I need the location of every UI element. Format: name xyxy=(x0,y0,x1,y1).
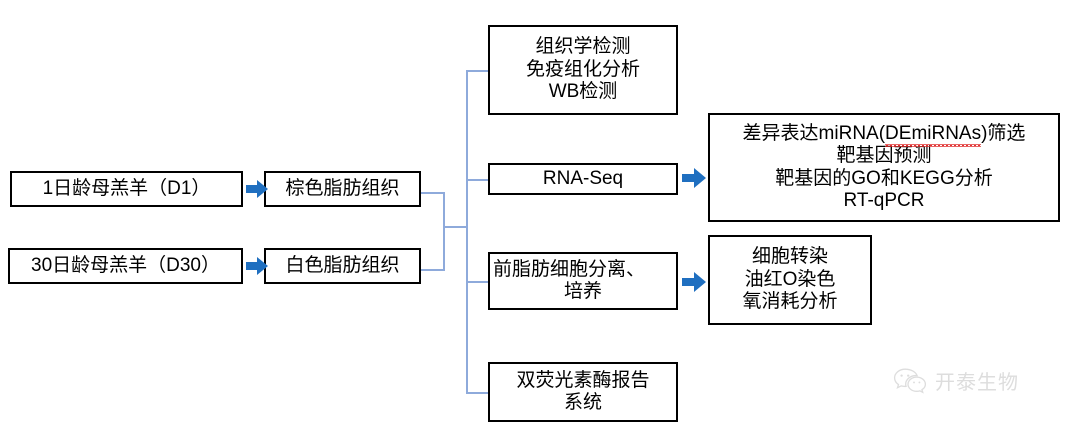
node-method-rnaseq-label: RNA-Seq xyxy=(542,167,624,189)
node-outcome-cell-line1: 细胞转染 xyxy=(751,246,828,268)
node-outcome-cell-line2: 油红O染色 xyxy=(744,268,836,290)
node-method-histology-line3: WB检测 xyxy=(548,81,618,103)
node-outcome-cell-assays: 细胞转染 油红O染色 氧消耗分析 xyxy=(708,235,872,325)
node-method-preadipocyte-line2: 培养 xyxy=(563,281,602,302)
node-tissue-white: 白色脂肪组织 xyxy=(264,248,421,284)
node-outcome-mirna-line1: 差异表达miRNA(DEmiRNAs)筛选 xyxy=(742,122,1026,148)
node-outcome-mirna-line2: 靶基因预测 xyxy=(836,145,932,167)
node-tissue-brown-label: 棕色脂肪组织 xyxy=(285,177,400,199)
node-animal-d1-label: 1日龄母羔羊（D1） xyxy=(42,177,211,199)
node-outcome-mirna-line3: 靶基因的GO和KEGG分析 xyxy=(775,167,993,189)
mirna-prefix: 差异表达miRNA( xyxy=(742,122,886,144)
arrow-preadipocyte-to-cell xyxy=(682,270,706,294)
arrow-d30-to-wat xyxy=(246,255,268,277)
arrow-rnaseq-to-mirna xyxy=(682,166,706,190)
mirna-misspelled-term: DEmiRNAs xyxy=(885,122,982,148)
node-outcome-mirna-line4: RT-qPCR xyxy=(843,189,925,211)
connector-merge-to-trunk xyxy=(443,226,468,228)
node-method-luciferase-line2: 系统 xyxy=(563,392,602,413)
node-method-rnaseq: RNA-Seq xyxy=(488,163,678,195)
watermark: 开泰生物 xyxy=(893,366,1019,395)
connector-trunk xyxy=(466,70,468,392)
node-tissue-brown: 棕色脂肪组织 xyxy=(264,171,421,207)
node-outcome-cell-line3: 氧消耗分析 xyxy=(742,291,838,313)
mirna-suffix: )筛选 xyxy=(981,122,1026,144)
connector-tissue-merge xyxy=(443,192,445,271)
node-method-preadipocyte: 前脂肪细胞分离、 培养 xyxy=(488,252,678,310)
watermark-text: 开泰生物 xyxy=(935,372,1019,394)
node-method-histology-line1: 组织学检测 xyxy=(535,36,631,58)
connector-branch-luciferase xyxy=(466,392,489,394)
connector-branch-preadipocyte xyxy=(466,281,489,283)
node-tissue-white-label: 白色脂肪组织 xyxy=(285,254,400,276)
connector-branch-rnaseq xyxy=(466,179,489,181)
arrow-d1-to-bat xyxy=(246,178,268,200)
connector-bat-stub xyxy=(421,192,445,194)
node-animal-d30-label: 30日龄母羔羊（D30） xyxy=(31,254,220,276)
wechat-icon xyxy=(893,367,927,395)
node-method-luciferase-line1: 双荧光素酶报告 xyxy=(516,369,650,391)
node-animal-d30: 30日龄母羔羊（D30） xyxy=(8,248,243,284)
node-animal-d1: 1日龄母羔羊（D1） xyxy=(10,171,243,207)
node-method-histology: 组织学检测 免疫组化分析 WB检测 xyxy=(488,25,678,115)
node-method-luciferase: 双荧光素酶报告 系统 xyxy=(488,362,678,422)
node-method-preadipocyte-line1: 前脂肪细胞分离、 xyxy=(493,258,646,280)
node-outcome-mirna-analysis: 差异表达miRNA(DEmiRNAs)筛选 靶基因预测 靶基因的GO和KEGG分… xyxy=(708,113,1060,222)
node-method-histology-line2: 免疫组化分析 xyxy=(525,58,640,80)
connector-branch-histology xyxy=(466,70,489,72)
connector-wat-stub xyxy=(421,269,445,271)
